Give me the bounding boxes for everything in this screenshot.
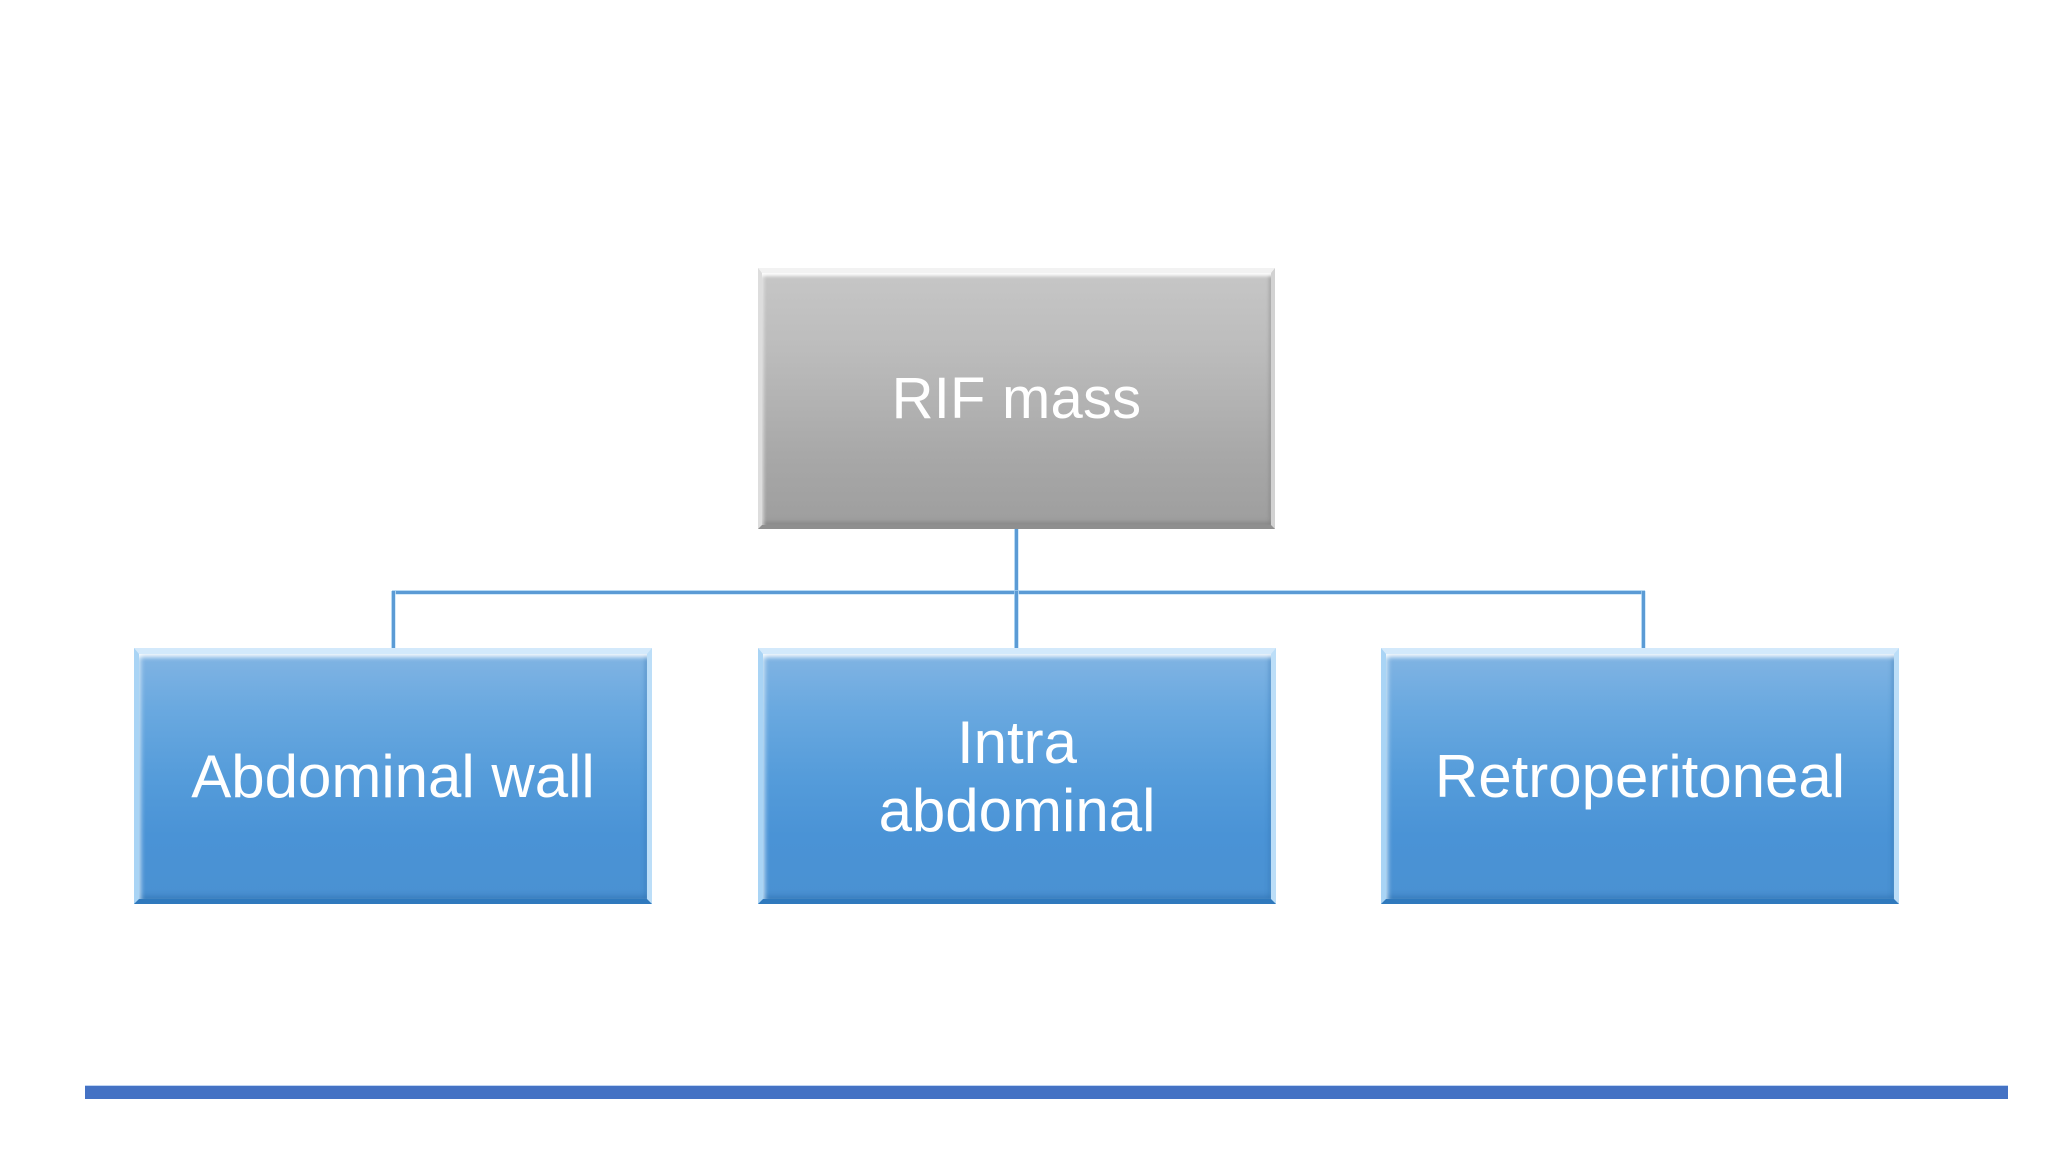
node-retroperitoneal-label: Retroperitoneal bbox=[1434, 742, 1846, 810]
node-intra-abdominal-label-line1: Intra bbox=[956, 709, 1078, 777]
node-intra-abdominal[interactable]: Intra abdominal bbox=[758, 648, 1276, 904]
node-abdominal-wall[interactable]: Abdominal wall bbox=[134, 648, 652, 904]
connector-root-stem bbox=[1015, 528, 1018, 648]
node-intra-abdominal-label: Intra abdominal bbox=[879, 709, 1156, 843]
connector-drop-right bbox=[1642, 591, 1645, 649]
connector-drop-middle bbox=[1015, 591, 1018, 649]
connector-drop-left bbox=[392, 591, 395, 649]
connector-horizontal-bar bbox=[392, 591, 1645, 594]
node-rif-mass[interactable]: RIF mass bbox=[758, 268, 1275, 529]
node-abdominal-wall-label: Abdominal wall bbox=[191, 742, 595, 810]
node-rif-mass-label: RIF mass bbox=[891, 365, 1142, 431]
node-retroperitoneal[interactable]: Retroperitoneal bbox=[1381, 648, 1899, 904]
footer-accent-bar bbox=[85, 1086, 2008, 1099]
node-intra-abdominal-label-line2: abdominal bbox=[878, 776, 1156, 844]
